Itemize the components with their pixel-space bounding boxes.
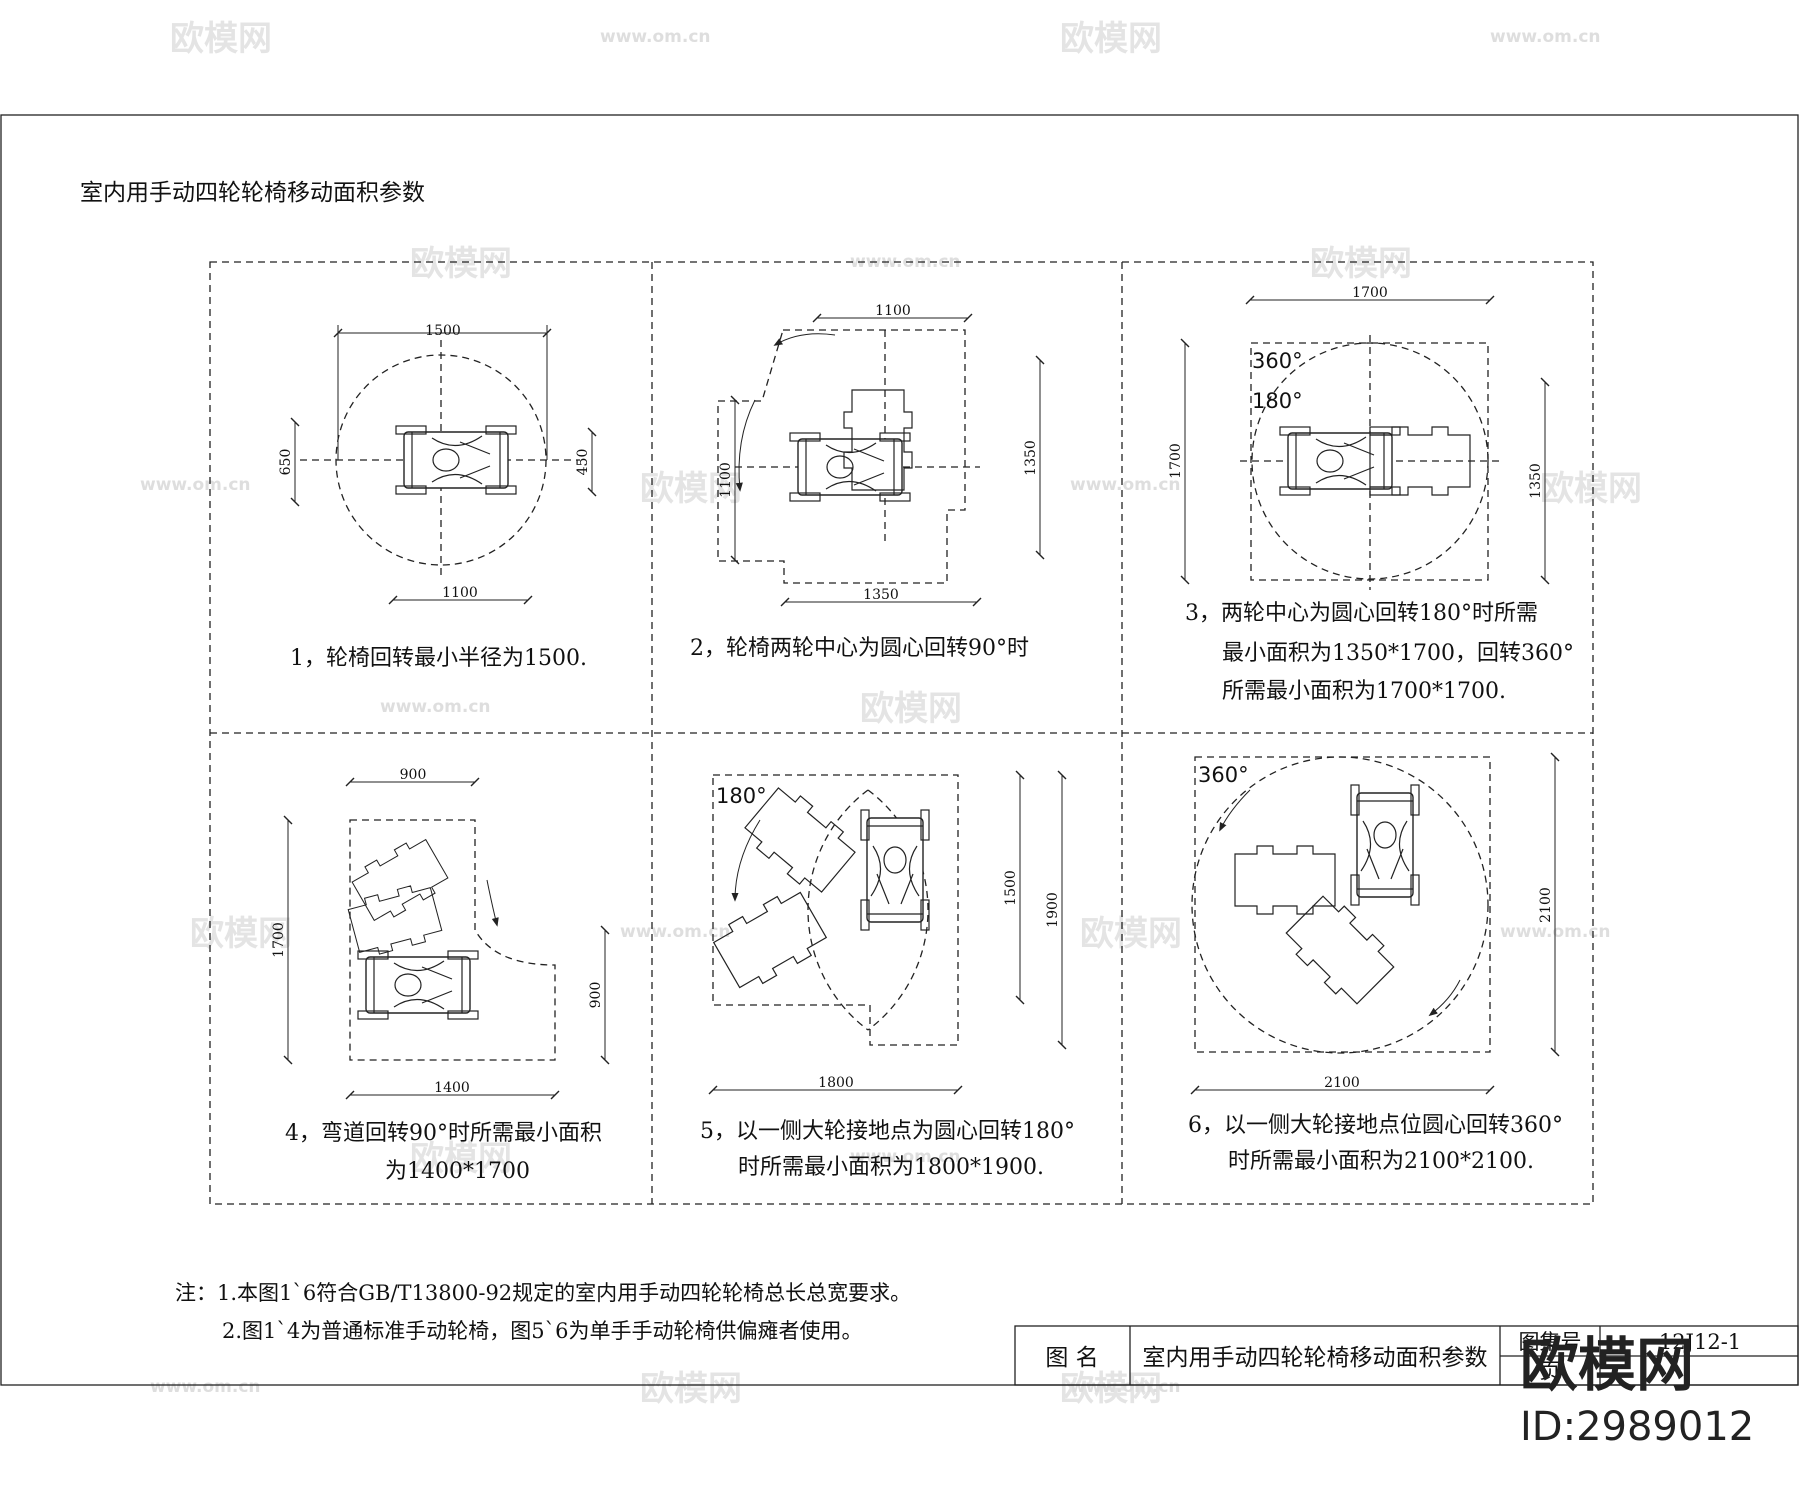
svg-text:欧模网: 欧模网 <box>860 689 962 729</box>
panel-caption: 1，轮椅回转最小半径为1500. <box>290 646 587 671</box>
wheelchair-symbol <box>395 425 517 495</box>
dim-label: 1350 <box>863 587 899 603</box>
svg-text:欧模网: 欧模网 <box>1060 1369 1162 1409</box>
panel-4: 900 1700 900 1400 4，弯道回转90°时所需最小面积 为1400… <box>271 767 610 1184</box>
brand-logo: 欧模网 <box>1520 1331 1694 1399</box>
watermark-url: www.om.cn www.om.cn www.om.cn www.om.cn … <box>140 27 1611 1397</box>
panel-caption: 时所需最小面积为1800*1900. <box>738 1155 1044 1180</box>
angle-label: 180° <box>716 784 767 808</box>
page-label: 页 <box>1540 1359 1561 1383</box>
dim-label: 900 <box>400 767 427 783</box>
svg-text:www.om.cn: www.om.cn <box>1490 27 1601 47</box>
panel-grid <box>209 261 1594 1205</box>
svg-text:www.om.cn: www.om.cn <box>1070 475 1181 495</box>
angle-label: 180° <box>1252 389 1303 413</box>
panel-1: 1500 650 450 1100 1，轮椅回转最小半径为1500. <box>278 323 597 671</box>
wheelchair-ghost <box>348 833 452 927</box>
svg-text:欧模网: 欧模网 <box>1310 244 1412 284</box>
panel-caption: 2，轮椅两轮中心为圆心回转90°时 <box>690 636 1029 661</box>
panel-caption: 最小面积为1350*1700，回转360° <box>1222 641 1574 666</box>
title-block: 图 名 室内用手动四轮轮椅移动面积参数 图集号 12J12-1 页 <box>1014 1325 1799 1386</box>
dim-label: 1350 <box>1528 463 1544 499</box>
sheet-border <box>0 114 1799 1386</box>
dim-label: 1900 <box>1045 892 1061 928</box>
dim-label: 1700 <box>271 922 287 958</box>
angle-label: 360° <box>1198 763 1249 787</box>
svg-text:欧模网: 欧模网 <box>640 1369 742 1409</box>
dim-label: 1400 <box>434 1080 470 1096</box>
dim-label: 2100 <box>1538 887 1554 923</box>
dim-label: 2100 <box>1324 1075 1360 1091</box>
svg-text:www.om.cn: www.om.cn <box>620 922 731 942</box>
dim-label: 1700 <box>1352 285 1388 301</box>
brand-id: ID:2989012 <box>1520 1404 1754 1450</box>
dim-label: 1100 <box>718 462 734 498</box>
turning-circle <box>1191 756 1489 1054</box>
dim-label: 1500 <box>1003 870 1019 906</box>
svg-text:欧模网: 欧模网 <box>170 19 272 59</box>
dim-label: 1500 <box>425 323 461 339</box>
panel-5: 180° 1500 1900 1800 5，以一侧大轮接地点为圆心回转180° … <box>700 770 1075 1180</box>
dim-label: 650 <box>278 449 294 476</box>
svg-text:欧模网: 欧模网 <box>410 1139 512 1179</box>
wheelchair-symbol <box>1350 784 1420 906</box>
svg-text:欧模网: 欧模网 <box>410 244 512 284</box>
svg-text:www.om.cn: www.om.cn <box>850 252 961 272</box>
note-line: 注：1.本图1`6符合GB/T13800-92规定的室内用手动四轮轮椅总长总宽要… <box>175 1281 911 1305</box>
dim-label: 900 <box>588 982 604 1009</box>
wheelchair-ghost <box>1280 890 1400 1010</box>
title-block-name: 室内用手动四轮轮椅移动面积参数 <box>1143 1345 1488 1371</box>
turning-area <box>349 819 556 1061</box>
panel-caption: 时所需最小面积为2100*2100. <box>1228 1149 1534 1174</box>
note-line: 2.图1`4为普通标准手动轮椅，图5`6为单手手动轮椅供偏瘫者使用。 <box>222 1319 862 1343</box>
wheelchair-symbol <box>357 950 479 1020</box>
wheelchair-symbol <box>860 809 930 931</box>
panel-caption: 所需最小面积为1700*1700. <box>1222 679 1506 704</box>
dim-label: 1700 <box>1168 443 1184 479</box>
watermark-layer: 欧模网 欧模网 欧模网 欧模网 欧模网 欧模网 欧模网 欧模网 欧模网 欧模网 … <box>140 19 1642 1409</box>
atlas-label: 图集号 <box>1519 1330 1582 1354</box>
dim-label: 1800 <box>818 1075 854 1091</box>
drawing-title: 室内用手动四轮轮椅移动面积参数 <box>80 180 425 206</box>
angle-label: 360° <box>1252 349 1303 373</box>
svg-text:欧模网: 欧模网 <box>640 469 742 509</box>
svg-text:欧模网: 欧模网 <box>1080 914 1182 954</box>
panel-caption: 4，弯道回转90°时所需最小面积 <box>285 1121 602 1146</box>
panel-caption: 为1400*1700 <box>385 1159 530 1184</box>
sheet-number: 12J12-1 <box>1659 1330 1741 1354</box>
svg-text:www.om.cn: www.om.cn <box>380 697 491 717</box>
panel-2: 1100 1100 1350 1350 2，轮椅两轮中心为圆心回转90°时 <box>690 303 1045 661</box>
panel-6: 360° 2100 2100 6，以一侧大轮接地点位圆心回转360° 时所需最小… <box>1188 752 1563 1174</box>
panel-caption: 3，两轮中心为圆心回转180°时所需 <box>1185 601 1538 626</box>
title-block-label: 图 名 <box>1045 1345 1098 1371</box>
svg-text:www.om.cn: www.om.cn <box>140 475 251 495</box>
wheelchair-symbol <box>789 432 911 502</box>
svg-text:www.om.cn: www.om.cn <box>150 1377 261 1397</box>
svg-text:www.om.cn: www.om.cn <box>600 27 711 47</box>
svg-text:欧模网: 欧模网 <box>190 914 292 954</box>
dim-label: 450 <box>575 449 591 476</box>
watermark-brand: 欧模网 欧模网 欧模网 欧模网 欧模网 欧模网 欧模网 欧模网 欧模网 欧模网 … <box>170 19 1642 1409</box>
svg-text:欧模网: 欧模网 <box>1060 19 1162 59</box>
wheelchair-symbol <box>1279 426 1401 496</box>
panel-3: 360° 180° 1700 1700 1350 3，两轮中心为圆心回转180°… <box>1168 285 1574 704</box>
dim-label: 1350 <box>1023 440 1039 476</box>
svg-text:www.om.cn: www.om.cn <box>1070 1377 1181 1397</box>
wheelchair-ghost <box>345 880 445 960</box>
svg-text:欧模网: 欧模网 <box>1540 469 1642 509</box>
svg-text:www.om.cn: www.om.cn <box>850 1147 961 1167</box>
panel-caption: 6，以一侧大轮接地点位圆心回转360° <box>1188 1113 1563 1138</box>
panel-caption: 5，以一侧大轮接地点为圆心回转180° <box>700 1119 1075 1144</box>
turning-area <box>712 774 959 1046</box>
dim-label: 1100 <box>442 585 478 601</box>
wheelchair-ghost <box>1234 845 1336 915</box>
dim-label: 1100 <box>875 303 911 319</box>
